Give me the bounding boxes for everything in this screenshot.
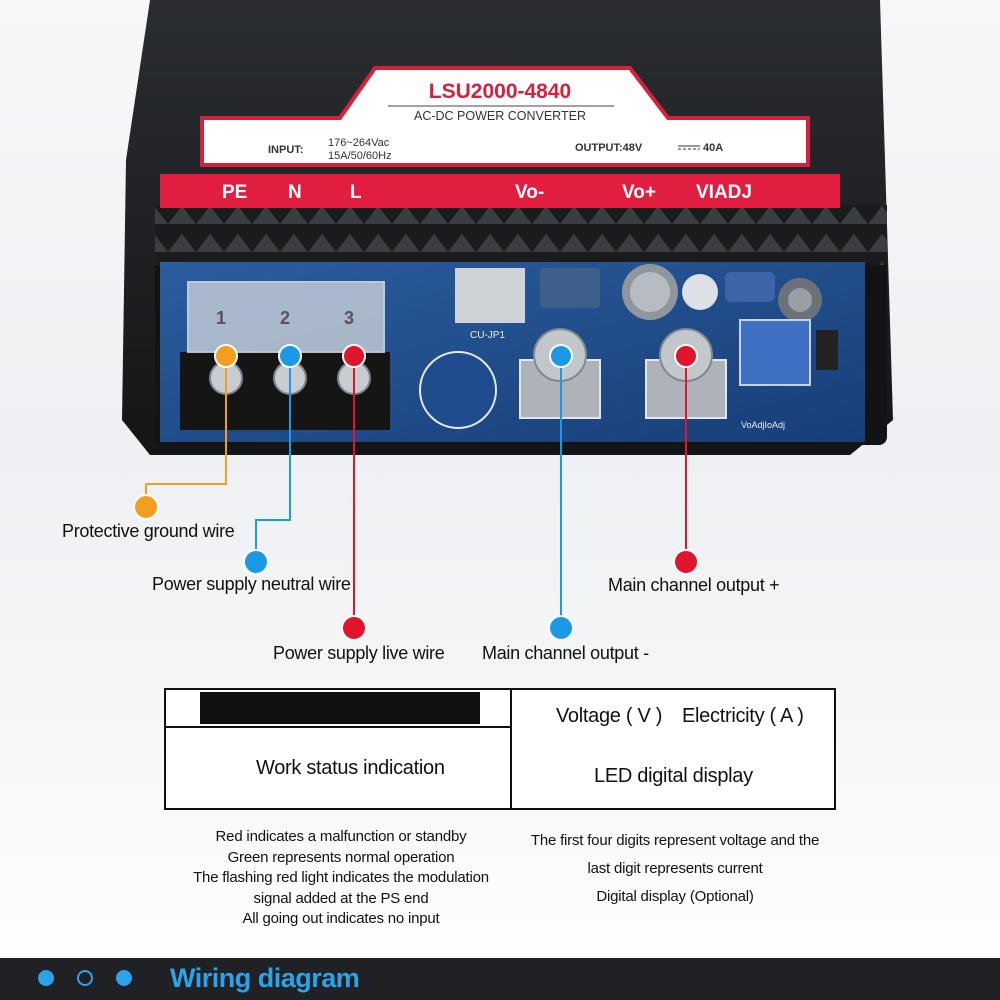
status-note-3: The flashing red light indicates the mod… xyxy=(193,869,489,886)
terminal-vo-minus: Vo- xyxy=(515,182,544,203)
output-plus-callout-dot xyxy=(673,549,699,575)
led-display-cell: LED digital display xyxy=(594,765,753,787)
output-label: OUTPUT:48V xyxy=(575,142,643,154)
footer-dot-filled-1 xyxy=(38,970,54,986)
heatsink xyxy=(455,268,525,323)
neutral-terminal-marker xyxy=(278,344,302,368)
ground-callout-dot xyxy=(133,494,159,520)
live-wire-label: Power supply live wire xyxy=(273,643,445,663)
block-number-3: 3 xyxy=(344,308,354,328)
terminal-cover xyxy=(187,281,385,353)
status-led-bar xyxy=(200,692,480,724)
terminal-viadj: VIADJ xyxy=(696,182,752,203)
output-current: 40A xyxy=(703,142,723,154)
model-number: LSU2000-4840 xyxy=(429,80,571,103)
table-divider-v xyxy=(510,690,512,808)
output-minus-callout-dot xyxy=(548,615,574,641)
work-status-cell: Work status indication xyxy=(256,757,445,779)
footer-dot-filled-2 xyxy=(116,970,132,986)
display-notes: The first four digits represent voltage … xyxy=(510,827,840,911)
terminal-label-band xyxy=(160,174,840,208)
input-current: 15A/50/60Hz xyxy=(328,150,392,162)
current-header: Electricity ( A ) xyxy=(682,705,804,727)
status-note-4: signal added at the PS end xyxy=(253,889,429,907)
terminal-n: N xyxy=(288,182,302,203)
ground-wire-label: Protective ground wire xyxy=(62,521,235,541)
footer-dot-outline xyxy=(77,970,93,986)
terminal-pe: PE xyxy=(222,182,247,203)
display-note-2: last digit represents current xyxy=(587,860,763,877)
status-note-1: Red indicates a malfunction or standby xyxy=(215,828,467,845)
footer-title: Wiring diagram xyxy=(170,963,360,993)
voltage-header: Voltage ( V ) xyxy=(556,705,663,727)
device-subtitle: AC-DC POWER CONVERTER xyxy=(414,109,586,123)
input-voltage: 176~264Vac xyxy=(328,137,390,149)
display-note-3: Digital display (Optional) xyxy=(596,888,754,905)
live-terminal-marker xyxy=(342,344,366,368)
output-minus-terminal-marker xyxy=(549,344,573,368)
neutral-wire-label: Power supply neutral wire xyxy=(152,574,351,594)
block-number-2: 2 xyxy=(280,308,290,328)
input-label: INPUT: xyxy=(268,144,303,156)
live-callout-dot xyxy=(341,615,367,641)
indicator-table: Work status indication Voltage ( V ) Ele… xyxy=(164,688,836,810)
ground-terminal-marker xyxy=(214,344,238,368)
terminal-l: L xyxy=(350,182,362,203)
output-minus-label: Main channel output - xyxy=(482,643,649,663)
footer-bar xyxy=(0,958,1000,1000)
display-note-1: The first four digits represent voltage … xyxy=(530,832,820,849)
block-number-1: 1 xyxy=(216,308,226,328)
output-plus-terminal-marker xyxy=(674,344,698,368)
label-plate xyxy=(202,68,808,165)
svg-text:VoAdjIoAdj: VoAdjIoAdj xyxy=(741,420,785,430)
output-plus-label: Main channel output + xyxy=(608,575,780,595)
vent-grill xyxy=(155,205,887,265)
status-note-5: All going out indicates no input xyxy=(242,910,440,927)
neutral-callout-line xyxy=(255,356,291,560)
status-note-2: Green represents normal operation xyxy=(227,848,455,866)
adjust-pots xyxy=(739,319,811,386)
terminal-vo-plus: Vo+ xyxy=(622,182,656,203)
status-notes: Red indicates a malfunction or standby G… xyxy=(176,827,506,930)
svg-text:CU-JP1: CU-JP1 xyxy=(470,330,505,341)
table-divider-h xyxy=(166,726,510,728)
neutral-callout-dot xyxy=(243,549,269,575)
